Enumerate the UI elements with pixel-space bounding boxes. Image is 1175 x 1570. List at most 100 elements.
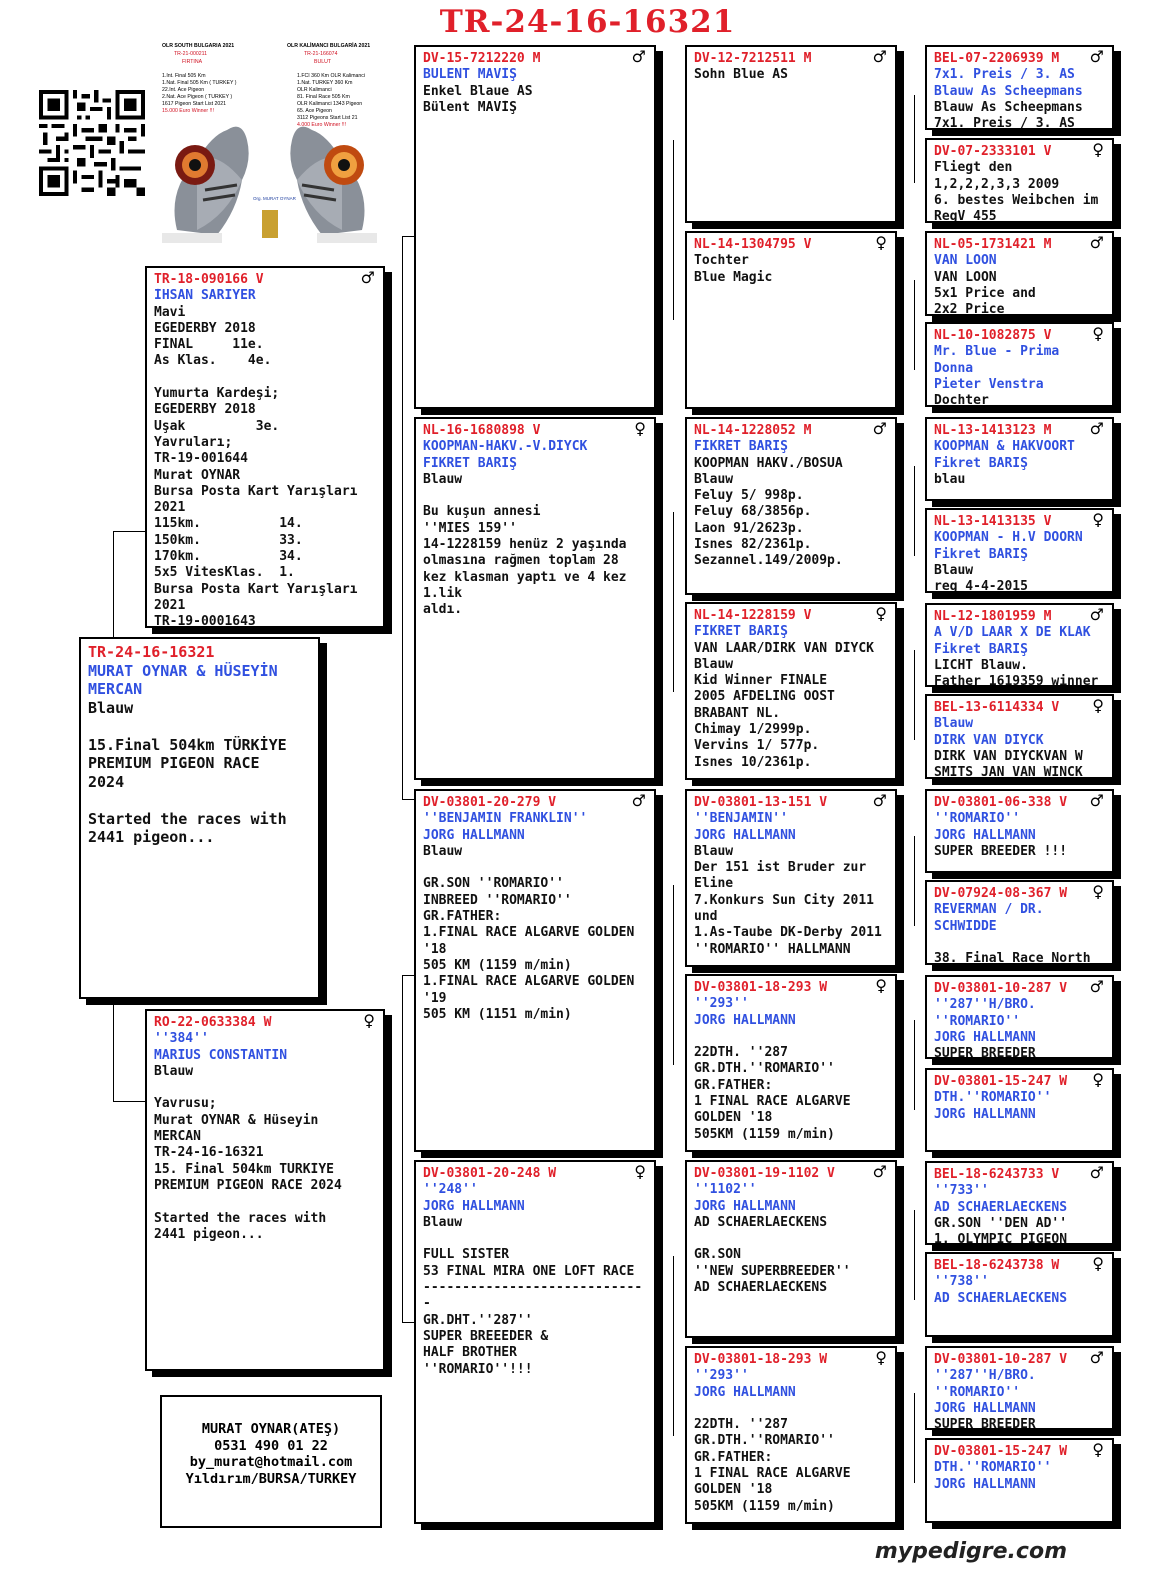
pedigree-line: SMITS JAN VAN WINCK [934, 765, 1083, 779]
pedigree-line: KOOPMAN - H.V DOORN [934, 530, 1083, 546]
pedigree-line: Kid Winner FİNALE [694, 673, 828, 689]
pedigree-line: JORG HALLMANN [694, 1012, 796, 1028]
pedigree-line: Murat OYNAR [154, 467, 241, 483]
pigeon-box-g16[interactable]: DV-03801-15-247 W♀DTH.''ROMARIO''JORG HA… [925, 1438, 1114, 1523]
pedigree-line: 1. OLYMPIC PIGEON [934, 1232, 1068, 1245]
female-icon: ♀ [634, 419, 646, 438]
pigeon-box-dss[interactable]: DV-03801-13-151 V♂''BENJAMIN''JORG HALLM… [685, 789, 897, 967]
pedigree-line: GOLDEN '18 [694, 1482, 773, 1498]
pedigree-line: 1.FİNAL RACE ALGARVE GOLDEN [423, 974, 635, 990]
pigeon-box-g11[interactable]: DV-03801-10-287 V♂''287''H/BRO.''ROMARIO… [925, 975, 1114, 1059]
photo-left-line: 1617 Pigeon Start List 2021 [162, 101, 226, 107]
pigeon-box-g12[interactable]: DV-03801-15-247 W♀DTH.''ROMARIO''JORG HA… [925, 1068, 1114, 1152]
ring-number: DV-03801-13-151 V [694, 795, 828, 810]
pigeon-box-dds[interactable]: DV-03801-19-1102 V♂''1102''JORG HALLMANN… [685, 1160, 897, 1338]
pedigree-line: VAN LOON [934, 269, 997, 285]
female-icon: ♀ [1092, 510, 1104, 529]
pedigree-line: GR.SON [694, 1247, 741, 1263]
footer-brand[interactable]: mypedigre.com [874, 1539, 1067, 1564]
pedigree-line: 150km. 33. [154, 532, 303, 548]
pedigree-line: 170km. 34. [154, 549, 303, 565]
pigeon-box-sss[interactable]: DV-12-7212511 M♂Sohn Blue AS [685, 45, 897, 223]
pedigree-line: aldı. [423, 602, 463, 618]
male-icon: ♂ [872, 419, 887, 438]
photo-left-ring: TR-21-000211 [174, 51, 207, 57]
pedigree-line: DİRK VAN DİYCK [934, 732, 1044, 748]
ring-number: NL-16-1680898 V [423, 423, 541, 438]
pedigree-line: Yavrusu; [154, 1096, 217, 1112]
ring-number: DV-07924-08-367 W [934, 886, 1068, 901]
pigeon-box-dam[interactable]: RO-22-0633384 W♀''384''MARIUS CONSTANTIN… [145, 1009, 385, 1371]
female-icon: ♀ [634, 1162, 646, 1181]
pedigree-line: ''293'' [694, 996, 749, 1012]
pedigree-line: Uşak 3e. [154, 418, 280, 434]
pedigree-line: Bu kuşun annesi [423, 504, 541, 520]
pedigree-line: 2441 pigeon... [88, 828, 215, 846]
pigeons-image: OLR SOUTH BULGARIA 2021 TR-21-000211 FIR… [162, 42, 377, 243]
pedigree-line [154, 370, 377, 386]
ring-number: NL-13-1413123 M [934, 423, 1052, 438]
pigeon-right-icon [290, 126, 365, 235]
pedigree-line: Feluy 5/ 998p. [694, 488, 804, 504]
pigeon-box-g9[interactable]: DV-03801-06-338 V♂''ROMARIO''JORG HALLMA… [925, 789, 1114, 873]
pedigree-line [934, 935, 1106, 951]
ring-number: BEL-18-6243733 V [934, 1167, 1060, 1182]
pedigree-line: Pieter Venstra [934, 376, 1044, 392]
male-icon: ♂ [360, 268, 375, 287]
pigeon-box-dsd[interactable]: DV-03801-18-293 W♀''293''JORG HALLMANN 2… [685, 974, 897, 1152]
pedigree-line: Blauw [934, 562, 974, 578]
qr-code-icon[interactable] [38, 90, 146, 196]
photo-left-line: 1.Nat. Final 505 Km ( TURKEY ) [162, 80, 237, 86]
pigeon-box-ddd[interactable]: DV-03801-18-293 W♀''293''JORG HALLMANN 2… [685, 1346, 897, 1524]
pedigree-line: 2x2 Price [934, 302, 1005, 316]
male-icon: ♂ [872, 47, 887, 66]
male-icon: ♂ [631, 791, 646, 810]
contact-phone[interactable]: 0531 490 01 22 [214, 1437, 328, 1454]
ring-number: TR-24-16-16321 [88, 643, 215, 661]
ring-number: DV-03801-10-287 V [934, 981, 1068, 996]
female-icon: ♀ [1092, 882, 1104, 901]
pedigree-line: JORG HALLMANN [934, 1029, 1036, 1045]
pedigree-line: Sezannel.149/2009p. [694, 553, 843, 569]
pedigree-line: 2021 [154, 597, 186, 613]
pedigree-line: Der 151 ist Bruder zur [694, 860, 867, 876]
pedigree-line: GR.FATHER: [694, 1077, 773, 1093]
pedigree-line: 38. Final Race North [934, 951, 1091, 965]
ring-number: DV-15-7212220 M [423, 51, 541, 66]
pigeon-box-g10[interactable]: DV-07924-08-367 W♀REVERMAN / DR.SCHWIDDE… [925, 880, 1114, 965]
ring-number: DV-03801-10-287 V [934, 1352, 1068, 1367]
pigeon-box-g13[interactable]: BEL-18-6243733 V♂''733''AD SCHAERLAECKEN… [925, 1161, 1114, 1245]
pedigree-line: '19 [423, 990, 447, 1006]
female-icon: ♀ [875, 976, 887, 995]
pigeon-box-g15[interactable]: DV-03801-10-287 V♂''287''H/BRO.''ROMARIO… [925, 1346, 1114, 1430]
pedigree-line: ''733'' [934, 1183, 989, 1199]
ring-number: DV-03801-15-247 W [934, 1444, 1068, 1459]
ring-number: DV-03801-06-338 V [934, 795, 1068, 810]
pigeon-box-ds[interactable]: DV-03801-20-279 V♂''BENJAMIN FRANKLIN''J… [414, 789, 656, 1152]
ring-number: DV-03801-18-293 W [694, 1352, 828, 1367]
contact-email[interactable]: by_murat@hotmail.com [189, 1454, 353, 1470]
pedigree-line: FİKRET BARIŞ [694, 439, 788, 455]
pedigree-line: EGEDERBY 2018 [154, 402, 256, 418]
pedigree-line: TR-19-0001643 [154, 614, 256, 628]
pedigree-line [423, 860, 648, 876]
pedigree-line: Eline [694, 876, 734, 892]
pigeon-box-g14[interactable]: BEL-18-6243738 W♀''738''AD SCHAERLAECKEN… [925, 1252, 1114, 1337]
photo-right-line: 4.000 Euro Winner !!! [297, 122, 346, 128]
